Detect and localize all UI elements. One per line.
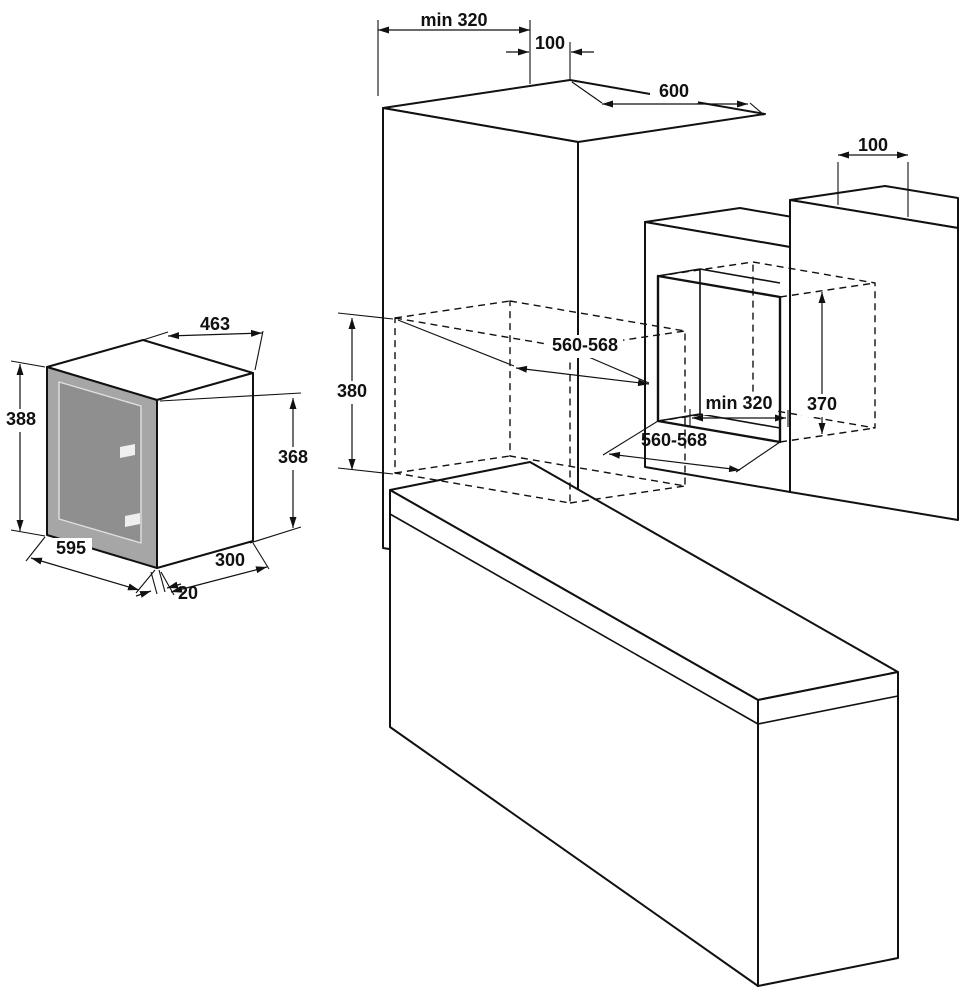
- left-niche-depth-edge: [569, 485, 686, 504]
- left-niche-depth-edge: [394, 300, 511, 319]
- countertop-edge-front: [389, 513, 759, 725]
- microwave-side-face: [156, 372, 254, 569]
- right-niche-proj-edge: [657, 261, 754, 277]
- dim-line-560-568-left: [515, 365, 650, 387]
- dim-label-100-right: 100: [858, 135, 888, 155]
- microwave-unit: [46, 339, 254, 569]
- dim-label-368: 368: [278, 447, 308, 467]
- dim-line-463: [167, 329, 263, 340]
- right-cabinet-front-face: [789, 199, 959, 521]
- microwave-door-window: [58, 381, 142, 544]
- left-niche-dashed: [394, 300, 686, 504]
- dim-label-600: 600: [659, 81, 689, 101]
- dim-label-min320-top: min 320: [420, 10, 487, 30]
- dim-label-100-top: 100: [535, 33, 565, 53]
- wall-cabinet-right: [789, 185, 959, 521]
- dim-label-595: 595: [56, 538, 86, 558]
- dim-label-463: 463: [200, 314, 230, 334]
- dim-line-300: [170, 566, 268, 593]
- dim-line-595: [30, 557, 140, 591]
- left-niche-depth-edge: [394, 455, 511, 474]
- dim-line-20: [166, 581, 182, 589]
- microwave-latch-slot: [120, 444, 135, 458]
- right-niche: [656, 268, 782, 444]
- dim-label-388: 388: [6, 409, 36, 429]
- dim-label-300: 300: [215, 550, 245, 570]
- dim-label-560-568-right: 560-568: [641, 430, 707, 450]
- countertop-edge-right: [757, 695, 899, 725]
- dim-label-380: 380: [337, 381, 367, 401]
- dim-label-min320-right: min 320: [705, 393, 772, 413]
- microwave-latch-slot: [125, 513, 140, 527]
- dimension-labels: min 320 100 600 100 463 388 368 595 300 …: [2, 10, 888, 603]
- left-niche-depth-edge: [569, 330, 686, 349]
- right-niche-proj-edge: [779, 427, 876, 443]
- dim-label-20: 20: [178, 583, 198, 603]
- dim-label-560-568-left: 560-568: [552, 335, 618, 355]
- base-right-face: [757, 671, 899, 987]
- dim-line-560-568-right: [608, 451, 741, 473]
- right-niche-proj-edge: [779, 282, 876, 298]
- dim-line-20: [135, 590, 152, 598]
- dim-label-370: 370: [807, 394, 837, 414]
- base-cabinet: [389, 461, 899, 987]
